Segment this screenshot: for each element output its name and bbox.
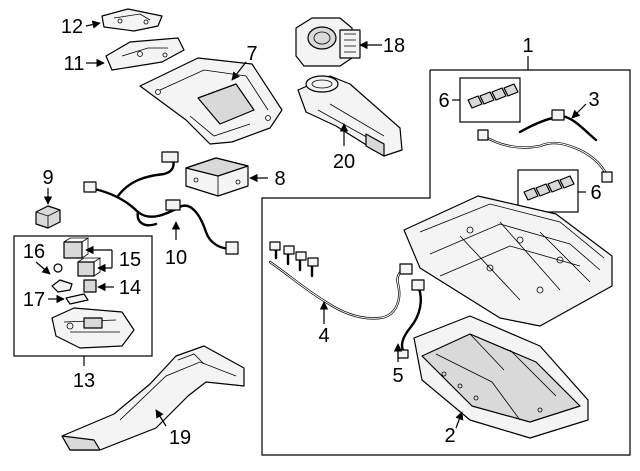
callout-16: 16	[23, 241, 45, 263]
part-20-duct	[297, 75, 403, 157]
part-13-junction-box	[51, 307, 135, 349]
part-6-clips-upper	[459, 77, 521, 123]
leader-19	[155, 409, 167, 427]
part-16-fastener	[51, 263, 73, 293]
callout-20: 20	[333, 151, 355, 173]
part-4-harness	[268, 241, 413, 320]
leader-2	[455, 411, 464, 429]
callout-15: 15	[119, 249, 141, 271]
leader-3	[571, 103, 587, 119]
leader-16	[35, 261, 51, 275]
part-18-blower-motor	[295, 17, 361, 67]
assembly-13-frame	[13, 235, 153, 357]
callout-8: 8	[274, 168, 285, 190]
part-8-module	[185, 157, 249, 197]
callout-13: 13	[73, 370, 95, 392]
part-14-connector	[83, 279, 97, 293]
callout-11: 11	[64, 53, 85, 75]
callout-12: 12	[61, 16, 83, 38]
callout-3: 3	[588, 89, 599, 111]
part-10-harness	[83, 151, 239, 255]
leader-12	[85, 20, 101, 29]
part-15-relay-b	[77, 257, 102, 277]
part-7-tray	[139, 57, 283, 145]
callout-18: 18	[383, 35, 405, 57]
part-12-bracket	[101, 8, 163, 32]
part-2-tray	[413, 315, 589, 439]
callout-7: 7	[246, 43, 257, 65]
callout-1: 1	[522, 35, 533, 57]
part-9-connector	[35, 205, 61, 229]
callout-6-lower: 6	[590, 182, 601, 204]
callout-4: 4	[318, 325, 329, 347]
callout-6-upper: 6	[438, 90, 449, 112]
callout-2: 2	[444, 425, 455, 447]
part-17-fuse	[65, 293, 89, 305]
part-15-relay-a	[63, 237, 90, 259]
assembly-1-frame	[261, 56, 631, 456]
part-19-duct	[61, 345, 245, 451]
callout-5: 5	[392, 365, 403, 387]
part-1-frame-structure	[403, 195, 613, 327]
part-11-bracket	[105, 37, 185, 71]
callout-10: 10	[165, 247, 187, 269]
leader-7	[231, 61, 247, 81]
callout-14: 14	[119, 277, 141, 299]
callout-9: 9	[42, 167, 53, 189]
part-3-harness	[477, 109, 613, 183]
callout-17: 17	[23, 289, 45, 311]
part-6-clips-lower	[517, 169, 579, 213]
callout-19: 19	[169, 427, 191, 449]
